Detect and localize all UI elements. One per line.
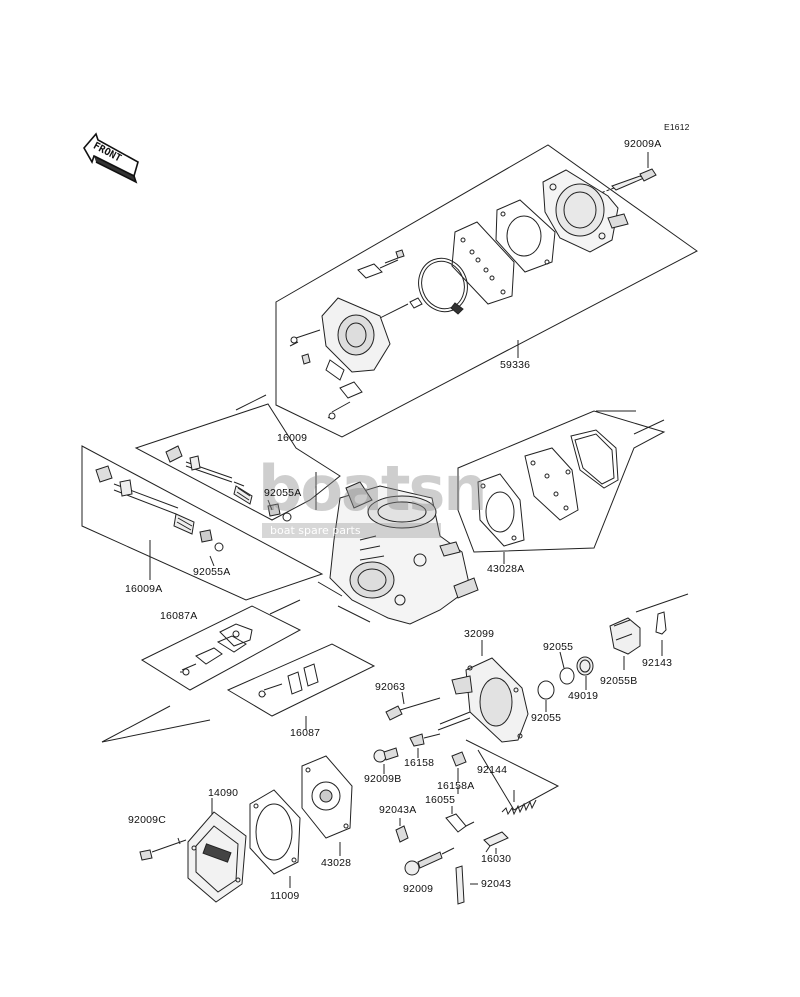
bolt-92009A — [597, 152, 657, 195]
pump-cover — [542, 169, 629, 253]
screw-16158 — [409, 733, 441, 747]
pump-diaphragm-1 — [495, 199, 556, 273]
pump-oring — [418, 257, 468, 315]
gasket-11009 — [249, 789, 301, 888]
part-label-92043: 92043 — [481, 878, 512, 890]
bracket-92143 — [655, 611, 667, 656]
part-label-11009: 11009 — [270, 890, 300, 902]
part-label-43028A: 43028A — [487, 563, 525, 575]
pump-body — [289, 297, 519, 420]
part-label-16009A: 16009A — [125, 583, 163, 595]
needle-16009 — [165, 445, 317, 517]
parts-16087 — [258, 663, 319, 730]
kit-43028A-parts — [477, 429, 619, 547]
oring-92055-1 — [537, 680, 555, 700]
front-direction-arrow — [83, 132, 139, 184]
part-label-92055-upper: 92055 — [543, 641, 574, 653]
screw-92063 — [385, 697, 441, 721]
watermark-tagline: boat spare parts — [262, 523, 441, 538]
part-label-92063: 92063 — [375, 681, 406, 693]
part-label-16030: 16030 — [481, 853, 512, 865]
oring-92055A-2 — [214, 542, 224, 552]
part-label-16087: 16087 — [290, 727, 321, 739]
part-label-92009A: 92009A — [624, 138, 662, 150]
diagram-ref-code: E1612 — [664, 122, 690, 132]
pump-diaphragm-2 — [451, 221, 515, 305]
part-label-92055A-upper: 92055A — [264, 487, 302, 499]
plug-49019 — [576, 656, 594, 676]
watermark-logo: boatsn — [258, 452, 487, 525]
part-label-16055: 16055 — [425, 794, 456, 806]
kit-outline-16009 — [134, 403, 341, 521]
kit-outline-59336 — [275, 144, 698, 438]
part-label-92055B: 92055B — [600, 675, 638, 687]
parts-16087A — [180, 623, 253, 676]
part-label-59336: 59336 — [500, 359, 531, 371]
part-label-14090: 14090 — [208, 787, 239, 799]
part-label-16158A: 16158A — [437, 780, 475, 792]
cap-92055B — [609, 617, 641, 670]
pump-small-parts — [357, 249, 423, 319]
diaphragm-43028 — [301, 755, 353, 856]
pin-92043A — [395, 825, 409, 843]
part-label-92055A-lower: 92055A — [193, 566, 231, 578]
part-label-92009: 92009 — [403, 883, 434, 895]
part-label-92043A: 92043A — [379, 804, 417, 816]
part-label-49019: 49019 — [568, 690, 599, 702]
needle-valve-16030 — [483, 831, 509, 853]
part-label-92144: 92144 — [477, 764, 508, 776]
kit-outline-16087A — [140, 605, 302, 691]
part-label-16087A: 16087A — [160, 610, 198, 622]
kit-outline-43028A — [457, 410, 666, 553]
lever-16055 — [445, 813, 475, 833]
screw-16158A — [451, 751, 467, 782]
part-label-32099: 32099 — [464, 628, 495, 640]
kit-outline-32099-lines — [465, 739, 560, 811]
part-label-92143: 92143 — [642, 657, 673, 669]
carburetor-body — [329, 481, 479, 625]
screw-92009C — [139, 839, 187, 861]
oring-92055A-1 — [282, 512, 292, 522]
spring-92144 — [501, 790, 537, 816]
needle-16009A — [95, 465, 213, 580]
oring-92055-2 — [559, 667, 575, 685]
screw-92009B — [373, 747, 399, 763]
part-label-16009: 16009 — [277, 432, 308, 444]
part-label-43028: 43028 — [321, 857, 352, 869]
kit-outline-16087 — [226, 643, 376, 717]
pin-92043 — [455, 865, 465, 905]
leader-lines — [177, 348, 587, 885]
part-label-92009B: 92009B — [364, 773, 402, 785]
cover-14090 — [187, 811, 247, 903]
part-label-16158: 16158 — [404, 757, 435, 769]
part-label-92055-lower: 92055 — [531, 712, 562, 724]
pump-body-32099 — [437, 657, 529, 743]
part-label-92009C: 92009C — [128, 814, 166, 826]
screw-92009 — [404, 847, 455, 876]
